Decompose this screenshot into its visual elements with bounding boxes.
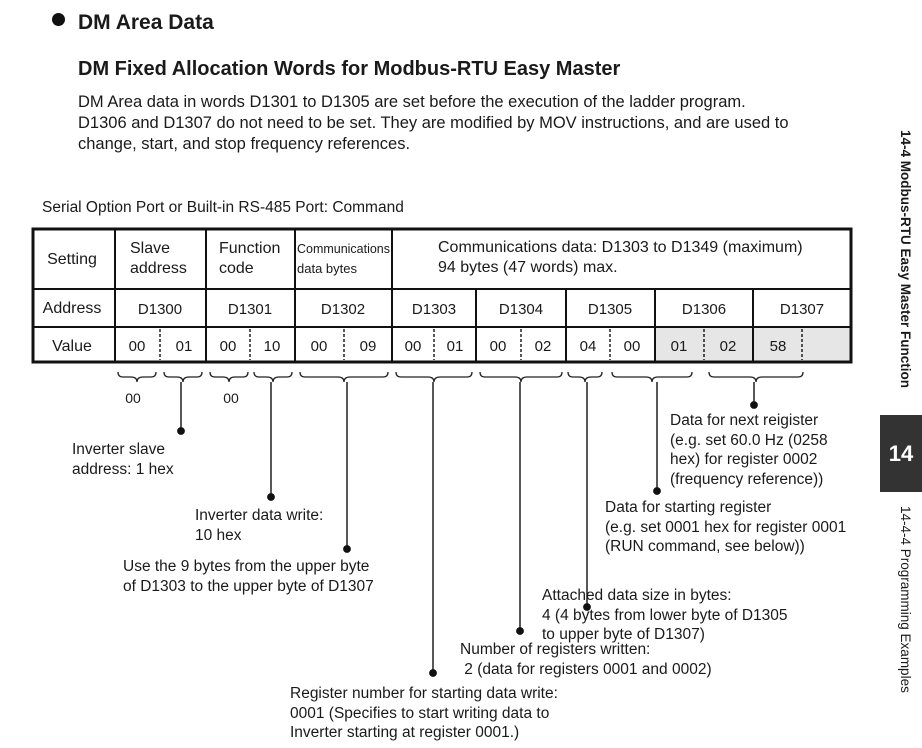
value-cell: 00 [311,338,328,355]
value-cell: 01 [176,338,193,355]
value-cell: 09 [360,338,377,355]
setting-commdata-line1: Communications data: D1303 to D1349 (max… [438,239,803,256]
leader-dot [343,545,351,553]
value-cell: 02 [535,338,552,355]
leader-dot [177,427,185,435]
sidebar-subsection-label: 14-4-4 Programming Examples [878,506,918,726]
brace [299,371,389,383]
intro-line: change, start, and stop frequency refere… [78,135,411,153]
address-cell: D1300 [138,301,182,318]
setting-slave-line2: address [130,260,187,277]
brace [253,371,293,383]
note-slave-address: Inverter slave address: 1 hex [72,441,174,478]
slave-address-byte-label: 00 [125,390,141,406]
function-code-byte-label: 00 [223,390,239,406]
value-cell: 00 [129,338,146,355]
row-label-value: Value [52,338,92,355]
note-num-registers: Number of registers written: 2 (data for… [460,641,712,678]
value-cell: 04 [580,338,597,355]
intro-line: D1306 and D1307 do not need to be set. T… [78,114,789,132]
intro-line: DM Area data in words D1301 to D1305 are… [78,93,746,111]
address-cell: D1305 [588,301,632,318]
leader-dot [516,627,524,635]
setting-commdata-line2: 94 bytes (47 words) max. [438,259,618,276]
brace [209,371,249,383]
address-cell: D1301 [228,301,272,318]
section-heading: DM Area Data [78,11,214,34]
leader-dot [267,493,275,501]
table-caption: Serial Option Port or Built-in RS-485 Po… [42,199,404,216]
setting-commbytes-line2: data bytes [297,261,357,276]
setting-function-line2: code [219,260,254,277]
row-label-setting: Setting [47,251,97,268]
value-cell: 00 [220,338,237,355]
brace [117,371,157,383]
brace [395,371,473,383]
brace [163,371,203,383]
brace [708,371,804,383]
value-cell: 01 [447,338,464,355]
bullet-icon [52,13,65,26]
value-cell: 00 [490,338,507,355]
value-cell: 01 [671,338,688,355]
note-function-code: Inverter data write: 10 hex [195,507,324,544]
leader-dot [583,603,591,611]
setting-slave-line1: Slave [130,240,170,257]
sidebar-section-label: 14-4 Modbus-RTU Easy Master Function [878,130,918,410]
sidebar-section-text: 14-4 Modbus-RTU Easy Master Function [898,130,913,389]
address-cell: D1306 [682,301,726,318]
note-data-size: Attached data size in bytes: 4 (4 bytes … [542,587,788,643]
address-cell: D1303 [412,301,456,318]
row-label-address: Address [43,300,102,317]
note-start-data: Data for starting register (e.g. set 000… [605,499,847,555]
brace [611,371,693,383]
note-byte-count: Use the 9 bytes from the upper byte of D… [123,558,374,595]
address-cell: D1302 [321,301,365,318]
chapter-tab: 14 [880,415,922,492]
sidebar-subsection-text: 14-4-4 Programming Examples [898,506,913,693]
leader-dot [750,401,758,409]
address-cell: D1304 [499,301,543,318]
leader-dot [429,669,437,677]
value-cell: 58 [770,338,787,355]
setting-commbytes-line1: Communications [297,241,390,256]
note-start-register: Register number for starting data write:… [290,685,558,741]
note-next-data: Data for next reigister (e.g. set 60.0 H… [670,412,828,488]
value-cell: 02 [720,338,737,355]
address-cell: D1307 [780,301,824,318]
intro-paragraph: DM Area data in words D1301 to D1305 are… [78,92,878,155]
leader-dot [653,487,661,495]
brace [479,371,563,383]
brace [567,371,603,383]
value-cell: 10 [264,338,281,355]
subsection-heading: DM Fixed Allocation Words for Modbus-RTU… [78,58,621,80]
value-cell: 00 [624,338,641,355]
setting-function-line1: Function [219,240,280,257]
table-border [31,227,853,364]
value-cell: 00 [405,338,422,355]
